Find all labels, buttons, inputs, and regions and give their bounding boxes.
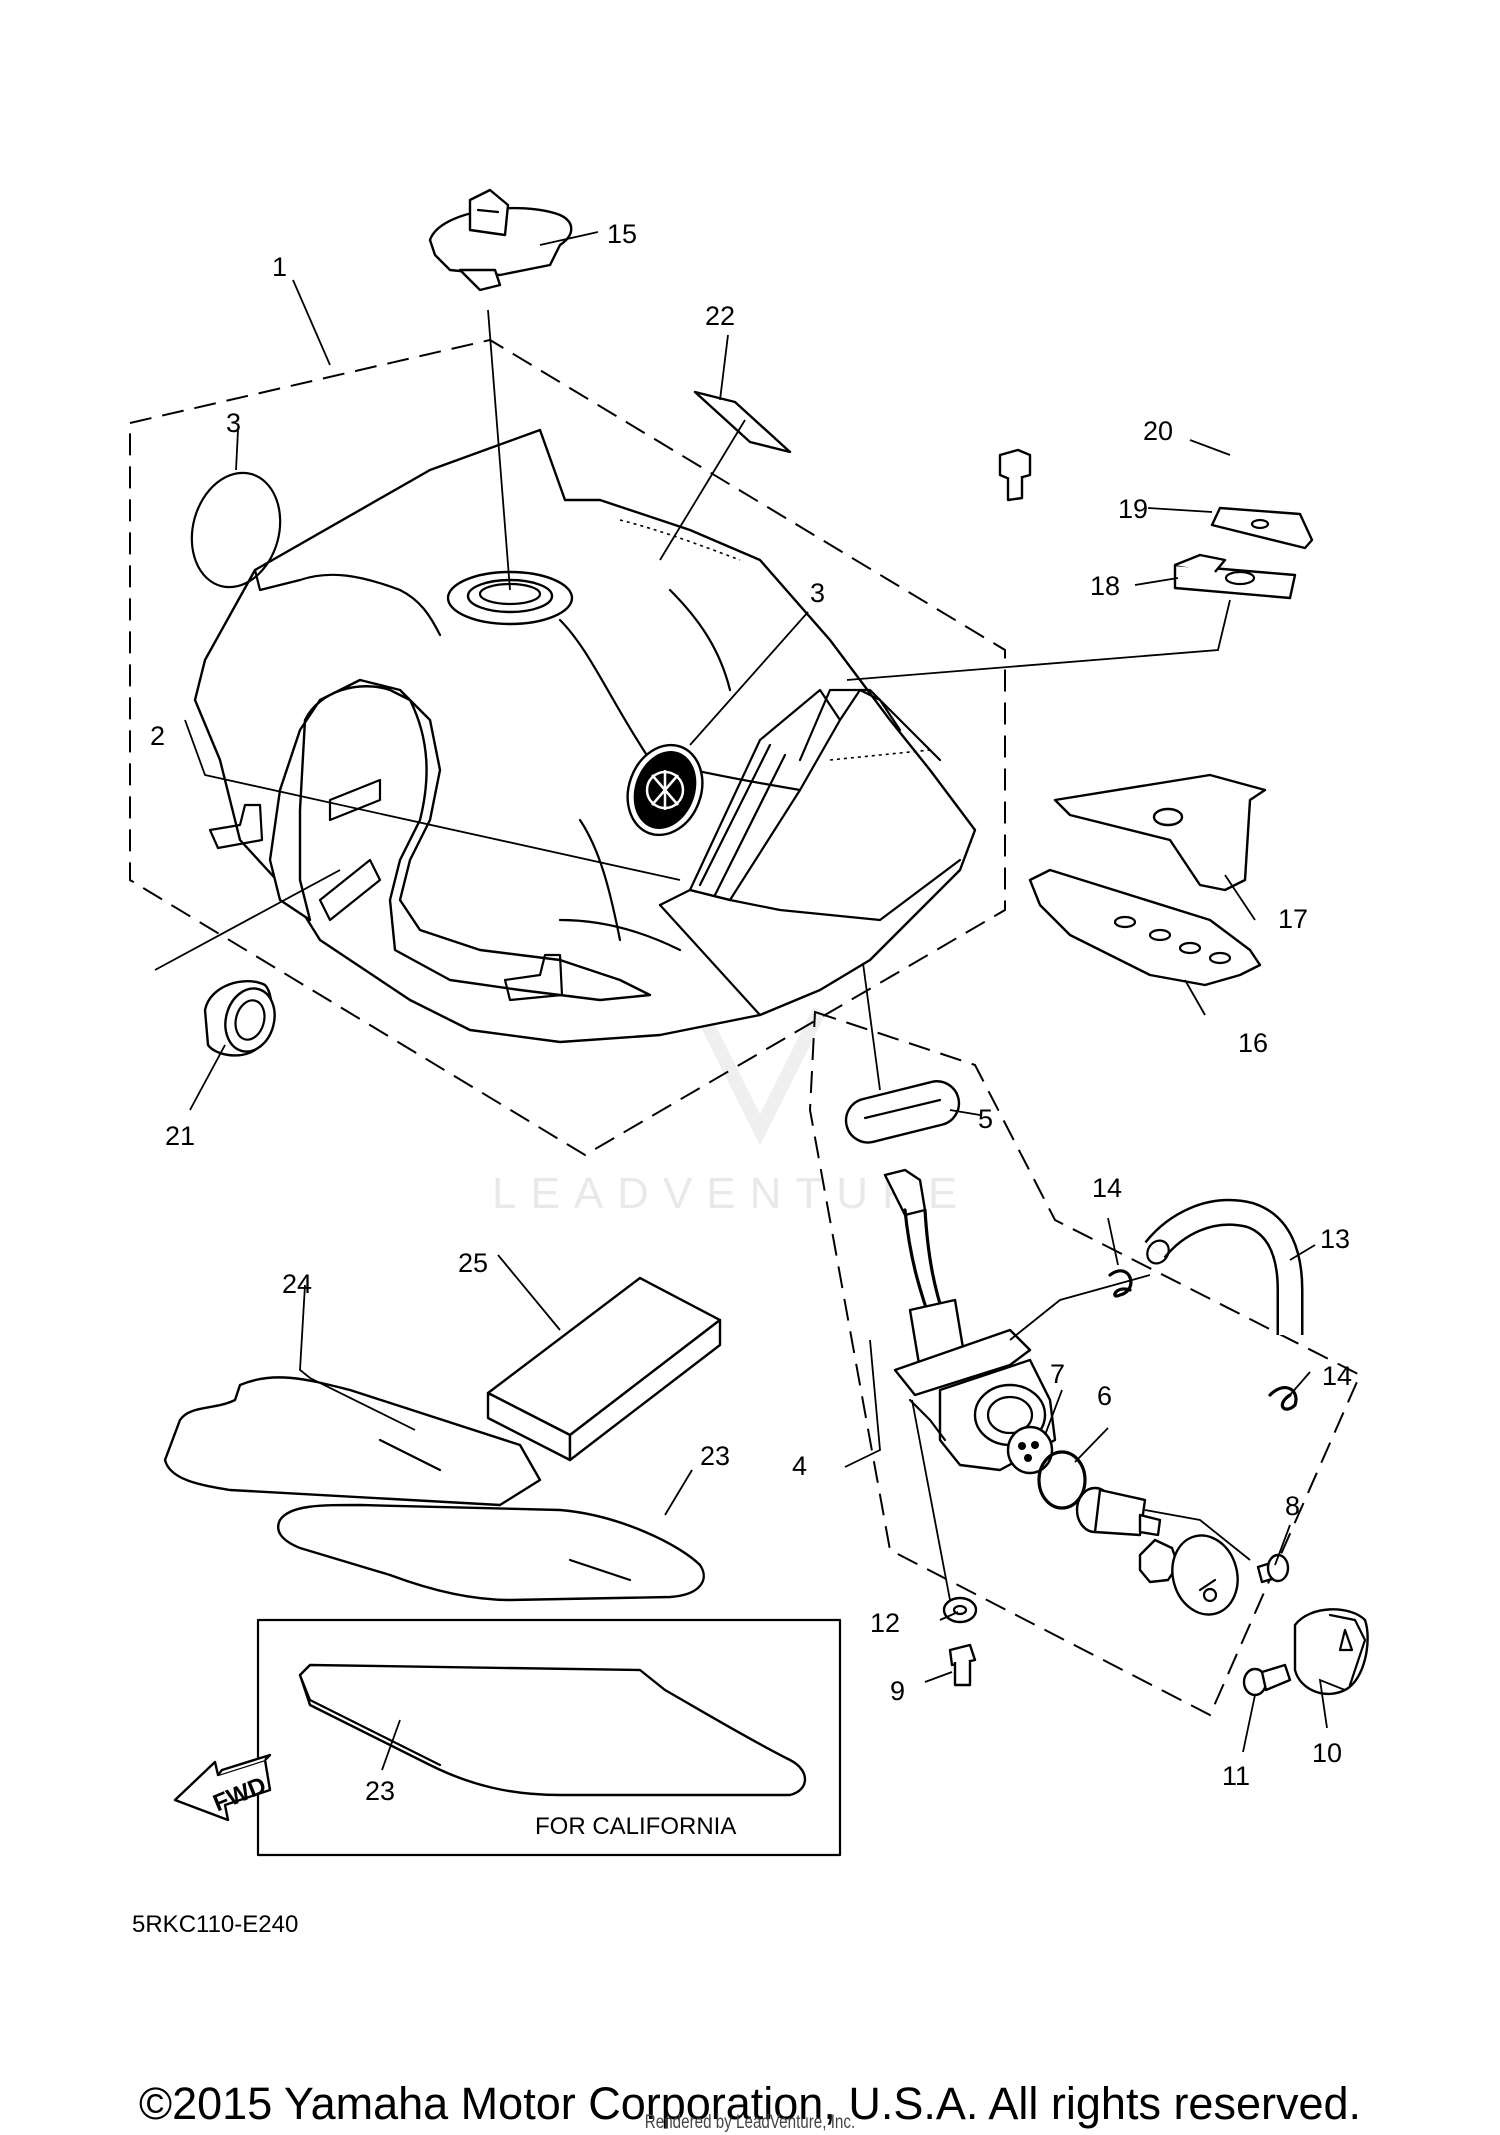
fuel-tank <box>193 428 977 1044</box>
callout-21: 21 <box>165 1121 195 1151</box>
callout-9: 9 <box>890 1676 905 1706</box>
callout-14-lower: 14 <box>1322 1361 1352 1391</box>
part-8-screw <box>1256 1553 1290 1584</box>
callout-17: 17 <box>1278 904 1308 934</box>
diagram-code: 5RKC110-E240 <box>132 1911 298 1938</box>
part-14-clip-lower <box>1268 1386 1298 1411</box>
part-3-left-ring <box>190 471 282 589</box>
california-box: FOR CALIFORNIA <box>256 1618 842 1857</box>
watermark-text: LEADVENTURE <box>492 1169 971 1218</box>
part-18-damper <box>1173 553 1297 600</box>
callout-6: 6 <box>1097 1381 1112 1411</box>
part-21-grommet <box>203 980 276 1057</box>
leader-lines <box>154 231 1346 1771</box>
rendered-by-notice: Rendered by LeadVenture, Inc. <box>644 2112 856 2133</box>
part-19-plate <box>1210 506 1314 550</box>
callout-13: 13 <box>1320 1224 1350 1254</box>
callout-25: 25 <box>458 1248 488 1278</box>
callout-22: 22 <box>705 301 735 331</box>
copyright-notice: ©2015 Yamaha Motor Corporation, U.S.A. A… <box>138 2078 1362 2129</box>
part-10-knob <box>1293 1608 1369 1696</box>
part-20-bolt <box>998 448 1032 502</box>
callout-16: 16 <box>1238 1028 1268 1058</box>
part-7-gasket <box>1006 1425 1054 1475</box>
callout-4: 4 <box>792 1451 807 1481</box>
callout-5: 5 <box>978 1104 993 1134</box>
callout-19: 19 <box>1118 494 1148 524</box>
fwd-arrow: FWD <box>173 1753 272 1822</box>
callout-3-right: 3 <box>810 578 825 608</box>
callout-3-left: 3 <box>226 408 241 438</box>
callout-numbers: 1 2 3 3 4 5 6 7 8 9 10 11 12 13 14 14 15… <box>150 219 1352 1806</box>
callout-23-california: 23 <box>365 1776 395 1806</box>
callout-7: 7 <box>1050 1359 1065 1389</box>
callout-24: 24 <box>282 1269 312 1299</box>
part-24-pad <box>163 1376 542 1507</box>
callout-14-upper: 14 <box>1092 1173 1122 1203</box>
part-16-bracket <box>1028 868 1262 987</box>
california-label: FOR CALIFORNIA <box>535 1813 736 1840</box>
part-12-washer <box>942 1596 978 1624</box>
fuel-cock-assembly-outline <box>808 1010 1362 1717</box>
callout-18: 18 <box>1090 571 1120 601</box>
callout-8: 8 <box>1285 1491 1300 1521</box>
part-9-bolt <box>948 1643 977 1687</box>
callout-10: 10 <box>1312 1738 1342 1768</box>
callout-15: 15 <box>607 219 637 249</box>
part-11-screw <box>1242 1663 1292 1697</box>
lever-plate <box>1171 1534 1239 1616</box>
callout-2: 2 <box>150 721 165 751</box>
part-17-bracket <box>1053 773 1267 892</box>
part-25-pad <box>486 1276 722 1462</box>
callout-23-upper: 23 <box>700 1441 730 1471</box>
part-22-decal <box>693 390 792 454</box>
fuel-cock-valve <box>1075 1486 1162 1537</box>
part-23-pad-upper <box>277 1503 705 1602</box>
callout-12: 12 <box>870 1608 900 1638</box>
part-14-clip-upper <box>1108 1269 1133 1298</box>
callout-1: 1 <box>272 252 287 282</box>
part-6-o-ring <box>1037 1450 1087 1510</box>
callout-11: 11 <box>1222 1761 1250 1791</box>
callout-20: 20 <box>1143 416 1173 446</box>
part-5-gasket <box>844 1080 961 1144</box>
part-15-fuel-cap <box>428 188 573 292</box>
